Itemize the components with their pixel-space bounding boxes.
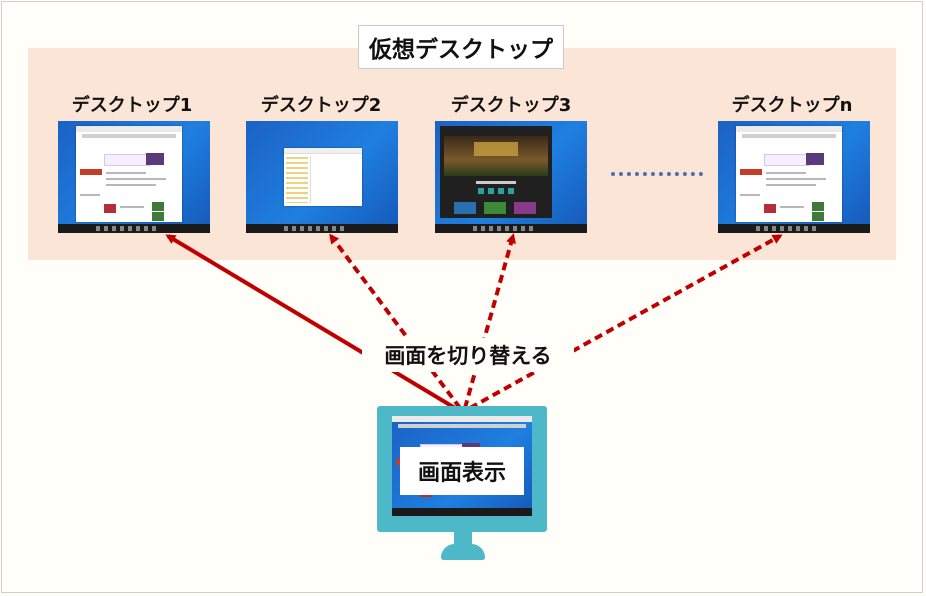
arrow-to-desktop-n [469,234,783,410]
browser-window [76,126,182,222]
taskbar [246,224,398,233]
taskbar [718,224,870,233]
store-app-window [440,126,552,218]
virtual-desktop-title: 仮想デスクトップ [358,25,564,69]
screen-display-label: 画面表示 [400,447,524,495]
desktop-n-label: デスクトップn [731,95,853,116]
desktop-3-label: デスクトップ3 [450,95,572,116]
taskbar [392,508,532,516]
desktop-1-label: デスクトップ1 [71,95,193,116]
monitor-stand-base [441,544,485,560]
switch-screen-label: 画面を切り替える [362,338,574,372]
arrow-to-desktop-1 [165,234,457,410]
arrow-to-desktop-3 [463,233,516,409]
browser-window [736,126,842,222]
desktop-3-thumbnail [435,121,587,233]
desktop-1-thumbnail [58,121,210,233]
desktop-2-thumbnail [246,121,398,233]
desktop-n-thumbnail [718,121,870,233]
arrow-to-desktop-2 [329,233,462,410]
taskbar [435,224,587,233]
monitor-stand-neck [454,532,472,546]
desktop-2-label: デスクトップ2 [260,95,382,116]
file-explorer-window [284,148,362,206]
more-desktops-ellipsis [611,172,703,176]
taskbar [58,224,210,233]
